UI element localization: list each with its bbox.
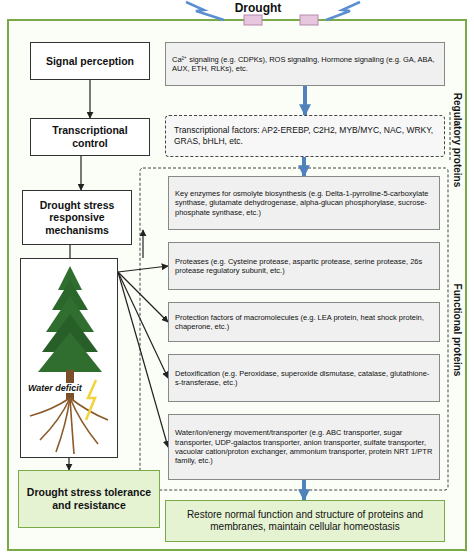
factor-box: Transcriptional factors: AP2-EREBP, C2H2… bbox=[165, 115, 445, 157]
box-text: Key enzymes for osmolyte biosynthesis (e… bbox=[175, 189, 433, 217]
link-arrow bbox=[118, 272, 168, 378]
link-arrow bbox=[118, 266, 168, 272]
link-arrow bbox=[142, 230, 143, 258]
outcome-box: Restore normal function and structure of… bbox=[165, 500, 445, 542]
function-box: Proteases (e.g. Cysteine protease, aspar… bbox=[168, 242, 440, 290]
lightning-bolt bbox=[86, 380, 96, 420]
flow-arrow bbox=[303, 86, 307, 115]
outcome-box: Drought stress tolerance and resistance bbox=[18, 470, 160, 528]
lightning-bolt bbox=[326, 2, 360, 20]
group-label: Regulatory proteins bbox=[452, 93, 463, 187]
box-text: Transcriptional control bbox=[36, 124, 144, 149]
stress-title: Drought bbox=[235, 1, 282, 15]
stage-box: Signal perception bbox=[30, 42, 150, 80]
functional-group bbox=[140, 168, 448, 490]
link-arrow bbox=[68, 458, 69, 470]
pink-block bbox=[300, 15, 318, 25]
tree-box: Water deficit bbox=[20, 258, 118, 458]
flow-arrow bbox=[302, 157, 306, 176]
box-text: Detoxification (e.g. Peroxidase, superox… bbox=[175, 369, 433, 388]
box-text: Protection factors of macromolecules (e.… bbox=[175, 313, 433, 332]
box-text: Drought stress responsive mechanisms bbox=[28, 199, 126, 237]
link-arrow bbox=[69, 245, 70, 258]
stage-box: Drought stress responsive mechanisms bbox=[22, 190, 132, 245]
link-arrow bbox=[89, 80, 90, 118]
outer-frame bbox=[8, 20, 466, 550]
function-box: Detoxification (e.g. Peroxidase, superox… bbox=[168, 354, 440, 402]
signal-box: Ca²⁺ signaling (e.g. CDPKs), ROS signali… bbox=[165, 42, 445, 86]
conifer-tree bbox=[30, 266, 108, 454]
stage-box: Transcriptional control bbox=[30, 118, 150, 156]
function-box: Key enzymes for osmolyte biosynthesis (e… bbox=[168, 176, 440, 230]
function-box: Protection factors of macromolecules (e.… bbox=[168, 302, 440, 342]
tree-ground bbox=[21, 259, 117, 457]
box-text: Proteases (e.g. Cysteine protease, aspar… bbox=[175, 257, 433, 276]
group-label: Functional proteins bbox=[452, 284, 463, 377]
box-text: Restore normal function and structure of… bbox=[172, 509, 438, 534]
box-text: Signal perception bbox=[46, 55, 134, 68]
link-arrow bbox=[118, 272, 168, 447]
box-text: Water/ion/energy movement/transporter (e… bbox=[175, 428, 433, 466]
pink-block bbox=[244, 15, 262, 25]
function-box: Water/ion/energy movement/transporter (e… bbox=[168, 414, 440, 480]
box-text: Transcriptional factors: AP2-EREBP, C2H2… bbox=[174, 125, 436, 147]
regulatory-bracket bbox=[450, 112, 451, 162]
flow-arrow bbox=[302, 480, 306, 500]
box-text: Ca²⁺ signaling (e.g. CDPKs), ROS signali… bbox=[172, 55, 438, 74]
link-arrow bbox=[80, 156, 81, 190]
lightning-bolt bbox=[186, 2, 224, 20]
box-text: Drought stress tolerance and resistance bbox=[25, 486, 153, 511]
box-text: Water deficit bbox=[26, 383, 84, 393]
